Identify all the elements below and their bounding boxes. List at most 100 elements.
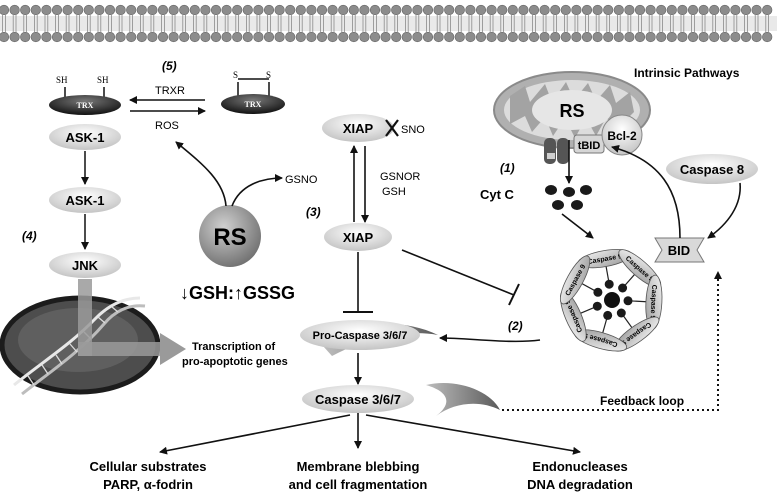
membrane-head — [30, 31, 41, 43]
membrane-head — [306, 31, 317, 43]
membrane-head — [433, 31, 444, 43]
membrane-head — [200, 31, 211, 43]
membrane-head — [613, 31, 624, 43]
membrane-head — [634, 4, 646, 16]
membrane-head — [51, 31, 63, 43]
membrane-head — [189, 31, 200, 43]
membrane-head — [719, 31, 730, 43]
membrane-head — [62, 31, 73, 43]
sh-label-1: SH — [56, 75, 68, 85]
membrane-head — [380, 4, 391, 16]
ros-label: ROS — [155, 120, 179, 132]
membrane-head — [285, 31, 296, 43]
membrane-head — [592, 31, 603, 43]
membrane-head — [168, 31, 179, 43]
caspase-blade — [426, 382, 500, 416]
membrane-head — [104, 4, 116, 16]
cell-membrane — [0, 4, 777, 43]
membrane-head — [613, 4, 624, 16]
membrane-head — [274, 31, 285, 43]
membrane-head — [285, 4, 296, 16]
membrane-head — [730, 31, 741, 43]
s-label-1: S — [233, 70, 238, 80]
apaf1-dot — [592, 301, 602, 311]
membrane-head — [253, 4, 264, 16]
membrane-head — [645, 4, 656, 16]
membrane-head — [359, 31, 370, 43]
membrane-head — [422, 4, 434, 16]
membrane-head — [624, 31, 635, 43]
membrane-head — [369, 31, 381, 43]
rs-to-gsno-arrow — [231, 174, 283, 207]
membrane-head — [51, 4, 63, 16]
membrane-head — [698, 31, 709, 43]
rs-mito-label: RS — [559, 101, 584, 121]
membrane-head — [645, 31, 656, 43]
membrane-head — [518, 31, 529, 43]
sno-label: SNO — [401, 124, 425, 136]
membrane-head — [253, 31, 264, 43]
membrane-head — [20, 31, 31, 43]
membrane-head — [115, 4, 126, 16]
membrane-head — [0, 4, 10, 16]
membrane-head — [210, 4, 222, 16]
membrane-head — [465, 4, 476, 16]
membrane-head — [560, 4, 571, 16]
caspase-367-label: Caspase 3/6/7 — [315, 392, 401, 407]
membrane-head — [73, 4, 84, 16]
outcome-arrow-right — [365, 414, 581, 455]
step-3-label: (3) — [306, 205, 321, 219]
membrane-head — [41, 4, 52, 16]
s-label-2: S — [266, 70, 271, 80]
membrane-head — [528, 31, 540, 43]
membrane-head — [730, 4, 741, 16]
membrane-head — [316, 4, 328, 16]
membrane-head — [369, 4, 381, 16]
membrane-head — [380, 31, 391, 43]
membrane-head — [30, 4, 41, 16]
jnk-label: JNK — [72, 258, 99, 273]
intrinsic-pathways-title: Intrinsic Pathways — [634, 66, 740, 80]
membrane-head — [412, 31, 423, 43]
membrane-head — [359, 4, 370, 16]
trx-oxidized — [221, 78, 285, 114]
trxr-label: TRXR — [155, 85, 185, 97]
cytc-to-apoptosome-arrow — [561, 213, 594, 239]
membrane-head — [157, 31, 169, 43]
membrane-head — [391, 31, 402, 43]
sh-label-2: SH — [97, 75, 109, 85]
caspase9-label: Caspase 9 — [649, 285, 658, 320]
membrane-head — [454, 31, 465, 43]
membrane-head — [242, 4, 253, 16]
membrane-head — [232, 4, 243, 16]
cytc-label: Cyt C — [480, 187, 515, 202]
membrane-head — [20, 4, 31, 16]
membrane-head — [719, 4, 730, 16]
membrane-head — [83, 31, 94, 43]
apaf1-dot — [604, 279, 614, 289]
apaf1-dot — [616, 308, 626, 318]
membrane-head — [507, 31, 518, 43]
apaf1-dot — [603, 310, 613, 320]
membrane-head — [338, 4, 349, 16]
membrane-head — [391, 4, 402, 16]
apoptosome-to-procaspase-arrow — [439, 334, 541, 343]
membrane-head — [179, 4, 190, 16]
membrane-head — [571, 4, 582, 16]
membrane-head — [136, 31, 147, 43]
membrane-head — [126, 31, 137, 43]
membrane-head — [550, 31, 561, 43]
membrane-head — [136, 4, 147, 16]
membrane-head — [263, 4, 275, 16]
membrane-head — [539, 31, 550, 43]
membrane-head — [539, 4, 550, 16]
membrane-head — [507, 4, 518, 16]
transcription-arrowhead — [160, 333, 186, 365]
caspase9-petal — [559, 255, 591, 305]
membrane-head — [263, 31, 275, 43]
caspase8-label: Caspase 8 — [680, 162, 744, 177]
membrane-head — [104, 31, 116, 43]
membrane-head — [444, 31, 455, 43]
membrane-head — [656, 4, 667, 16]
